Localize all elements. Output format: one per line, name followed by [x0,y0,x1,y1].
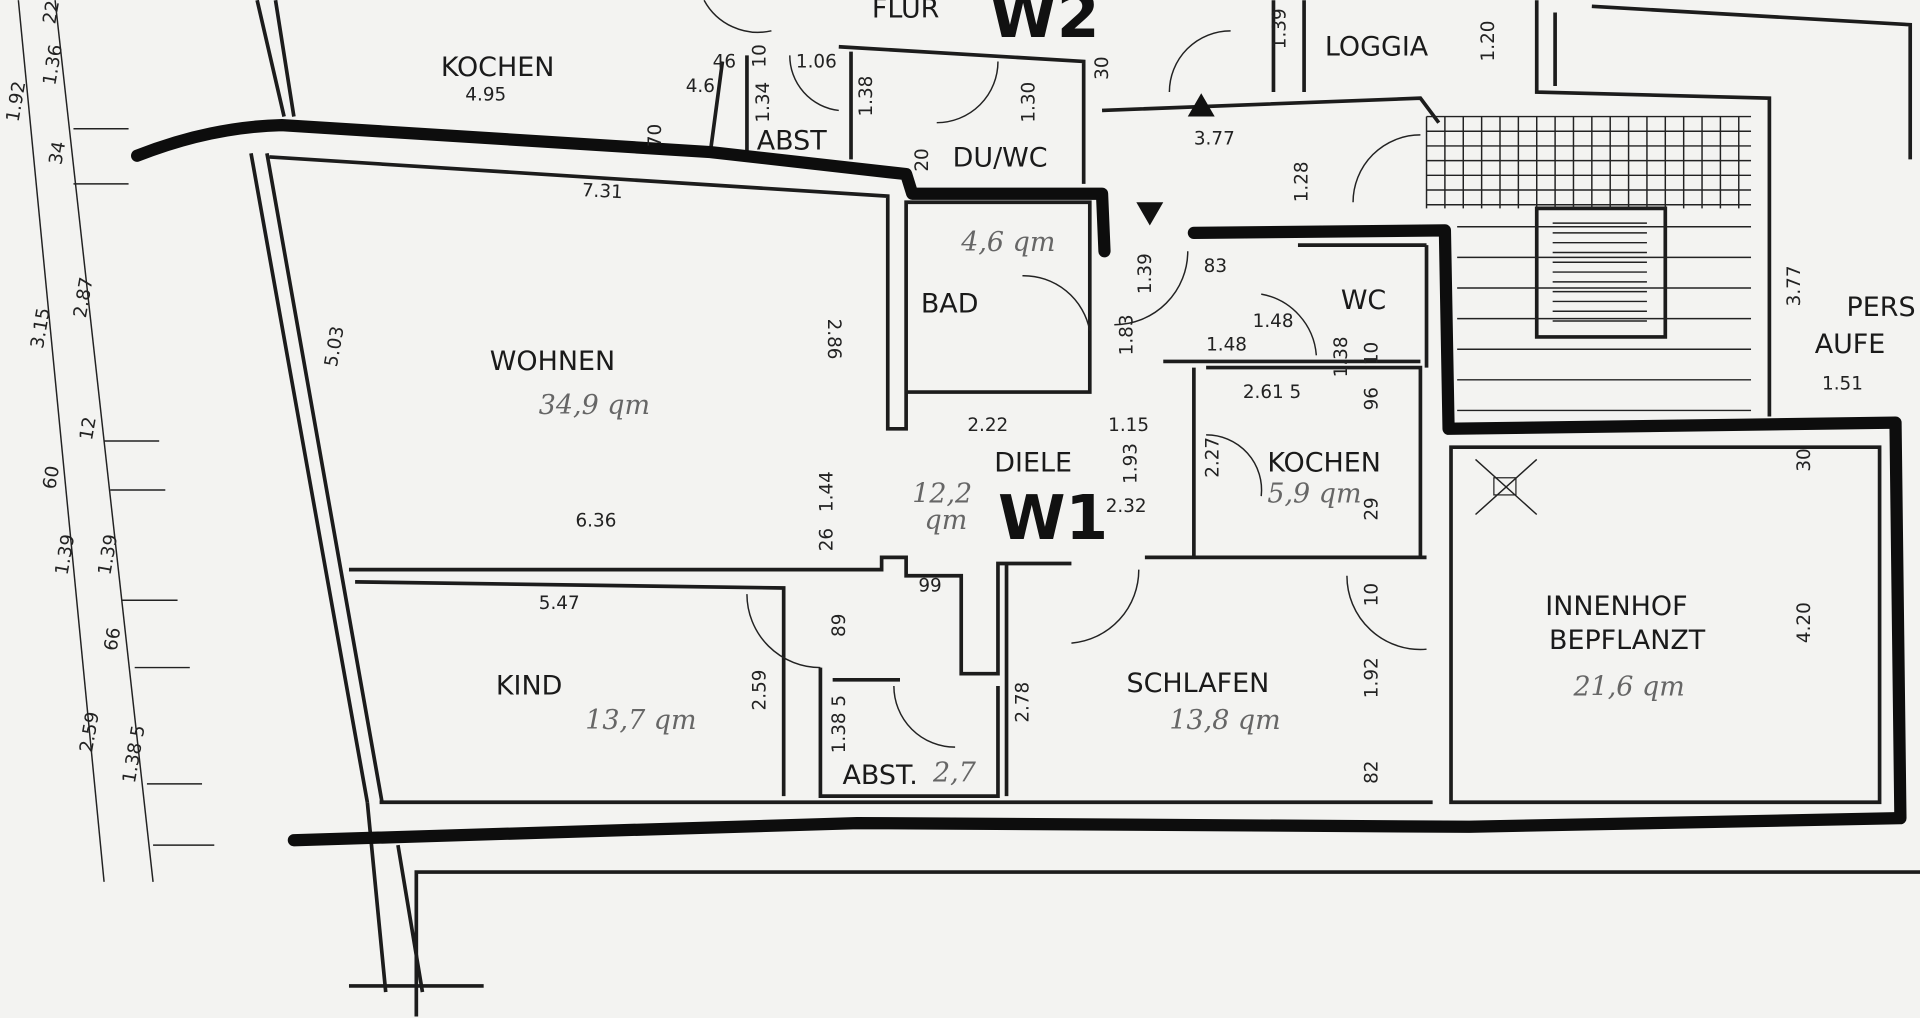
room-abst-w1-area: 2,7 [932,757,977,788]
dimension-label: 1.39 [1135,253,1156,294]
dimension-label: 30 [1794,448,1815,471]
apartment-boundary-marker [131,119,1907,847]
dimension-label: 1.06 [796,52,837,73]
dimension-label: 60 [39,464,64,491]
dimension-label: 1.83 [1117,314,1138,355]
skylight-box [1493,477,1517,496]
dimension-label: 2.22 [967,415,1008,436]
left-dimension-chain [17,0,215,882]
room-innenhof-line1: INNENHOF [1545,591,1687,622]
room-kind-area: 13,7 qm [585,705,696,736]
dimension-label: 99 [918,576,941,597]
room-kochen-w1-area: 5,9 qm [1267,478,1361,509]
entrance-arrow-down-icon [1136,202,1164,226]
dimension-label: 2.59 [749,670,770,711]
dimension-label: 20 [912,148,933,171]
dimension-label: 1.20 [1478,21,1499,62]
room-abst-w1: ABST. [842,760,917,791]
dimension-label: 1.39 [1270,8,1291,49]
dimension-label: 1.92 [1362,657,1383,698]
dimension-label: 1.28 [1292,161,1313,202]
dimension-label: 1.38 [856,76,877,117]
dimension-label: 2.86 [823,319,844,360]
room-kochen-w1: KOCHEN [1267,448,1381,479]
dimension-label: 3.77 [1194,129,1235,150]
dimension-label: 7.31 [581,180,623,203]
room-kochen-w2: KOCHEN [441,52,555,83]
dimension-label: 34 [45,140,70,167]
stair-grid [1425,115,1752,412]
dimension-label: 1.15 [1108,415,1149,436]
room-pers-line1: PERS [1847,292,1916,323]
dimension-label: 2.78 [1013,682,1034,723]
room-wc: WC [1341,285,1386,316]
dimension-label: 10 [749,44,770,67]
room-bad: BAD [921,288,979,319]
room-schlafen-area: 13,8 qm [1169,705,1280,736]
dimension-label: 1.48 [1253,311,1294,332]
door-swings [703,0,1427,748]
dimension-label: 70 [645,124,666,147]
room-du-wc: DU/WC [953,143,1048,174]
room-wohnen: WOHNEN [490,346,615,377]
dimension-label: 1.44 [817,471,838,512]
entrance-arrow-up-icon [1187,93,1215,117]
dimension-label: 1.34 [753,82,774,123]
dimension-label: 4.20 [1794,602,1815,643]
apartment-w1-label: W1 [998,483,1108,554]
dimension-label: 1.38 [1331,336,1352,377]
dimension-label: 1.38 5 [829,695,850,753]
dimension-label: 26 [817,528,838,551]
room-kind: KIND [496,671,562,702]
dimension-label: 1.93 [1120,443,1141,484]
room-diele-area: 12,2 [912,478,972,509]
room-innenhof-area: 21,6 qm [1572,672,1684,703]
dimension-label: 4.6 [686,76,715,97]
courtyard-skylight-icon [1475,458,1538,516]
dimension-label: 1.51 [1822,374,1863,395]
dimension-label: 10 [1362,583,1383,606]
room-pers-line2: AUFE [1815,329,1886,360]
dimension-label: 10 [1362,342,1383,365]
dimension-label: 2.32 [1106,496,1147,517]
room-abst-w2: ABST [757,126,828,157]
room-diele: DIELE [994,448,1072,479]
dimension-label: 46 [713,52,736,73]
dimension-label: 96 [1362,387,1383,410]
dimension-label: 12 [76,415,101,442]
dimension-label: 66 [101,626,126,653]
dimension-label: 6.36 [576,511,617,532]
dimension-label: 5.47 [539,593,580,614]
dimension-label: 30 [1092,56,1113,79]
room-bad-area: 4,6 qm [960,227,1055,258]
dimension-label: 83 [1204,256,1227,277]
dimension-label: 89 [829,614,850,637]
dimension-label: 22 [39,0,64,26]
room-wohnen-area: 34,9 qm [539,390,650,421]
room-flur: FLUR [872,0,940,24]
room-innenhof-line2: BEPFLANZT [1549,625,1706,656]
dimension-label: 82 [1362,761,1383,784]
dimension-label: 2.27 [1202,437,1223,478]
room-loggia: LOGGIA [1325,31,1429,62]
dimension-label: 1.30 [1019,82,1040,123]
dimension-label: 1.48 [1206,334,1247,355]
apartment-w2-label: W2 [989,0,1099,52]
dimension-label: 29 [1362,497,1383,520]
dimension-label: 2.61 5 [1243,382,1301,403]
room-schlafen: SCHLAFEN [1127,668,1270,699]
room-kochen-w2-dim: 4.95 [465,85,506,106]
dimension-label: 3.77 [1784,265,1805,306]
room-diele-area-unit: qm [924,505,967,536]
